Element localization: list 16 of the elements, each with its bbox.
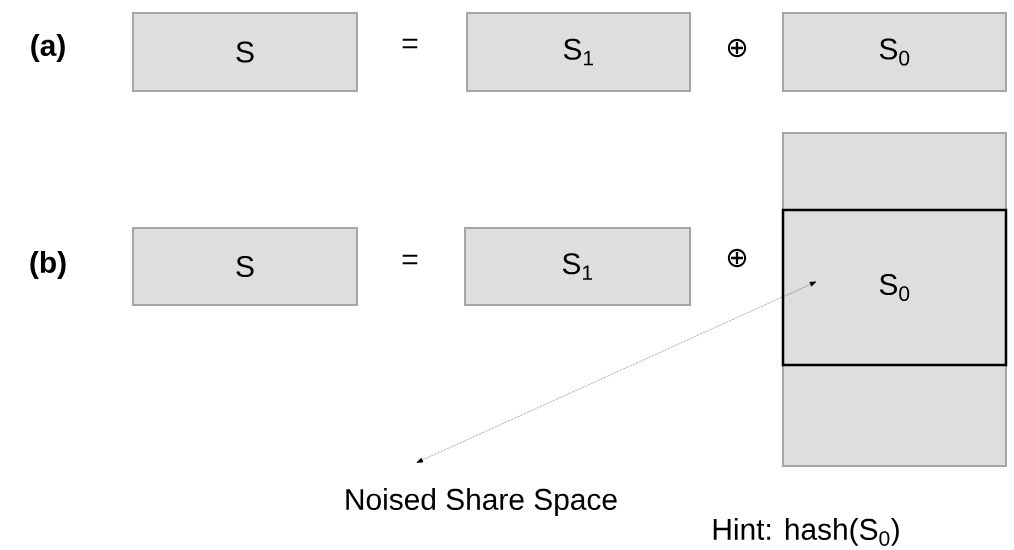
arrow <box>416 281 817 463</box>
panel-label: (a) <box>31 34 65 62</box>
caption-text: Noised Share Space <box>346 488 617 516</box>
tall-box <box>782 132 1007 467</box>
share-box: S <box>132 12 358 92</box>
share-box: S <box>132 227 358 306</box>
highlighted-box: S$_{0}$ <box>781 208 1008 367</box>
equals-sign: = <box>402 38 418 49</box>
share-box: S$_{0}$ <box>782 12 1007 92</box>
share-box: S$_{1}$ <box>464 227 691 306</box>
panel-label: (b) <box>30 251 66 279</box>
equals-sign: = <box>402 254 418 265</box>
xor-symbol: ⊕ <box>727 248 747 268</box>
share-box: S$_{1}$ <box>466 12 691 92</box>
xor-symbol: ⊕ <box>727 38 747 58</box>
hint-text: Hint: hash(S$_{0}$) <box>713 518 899 546</box>
